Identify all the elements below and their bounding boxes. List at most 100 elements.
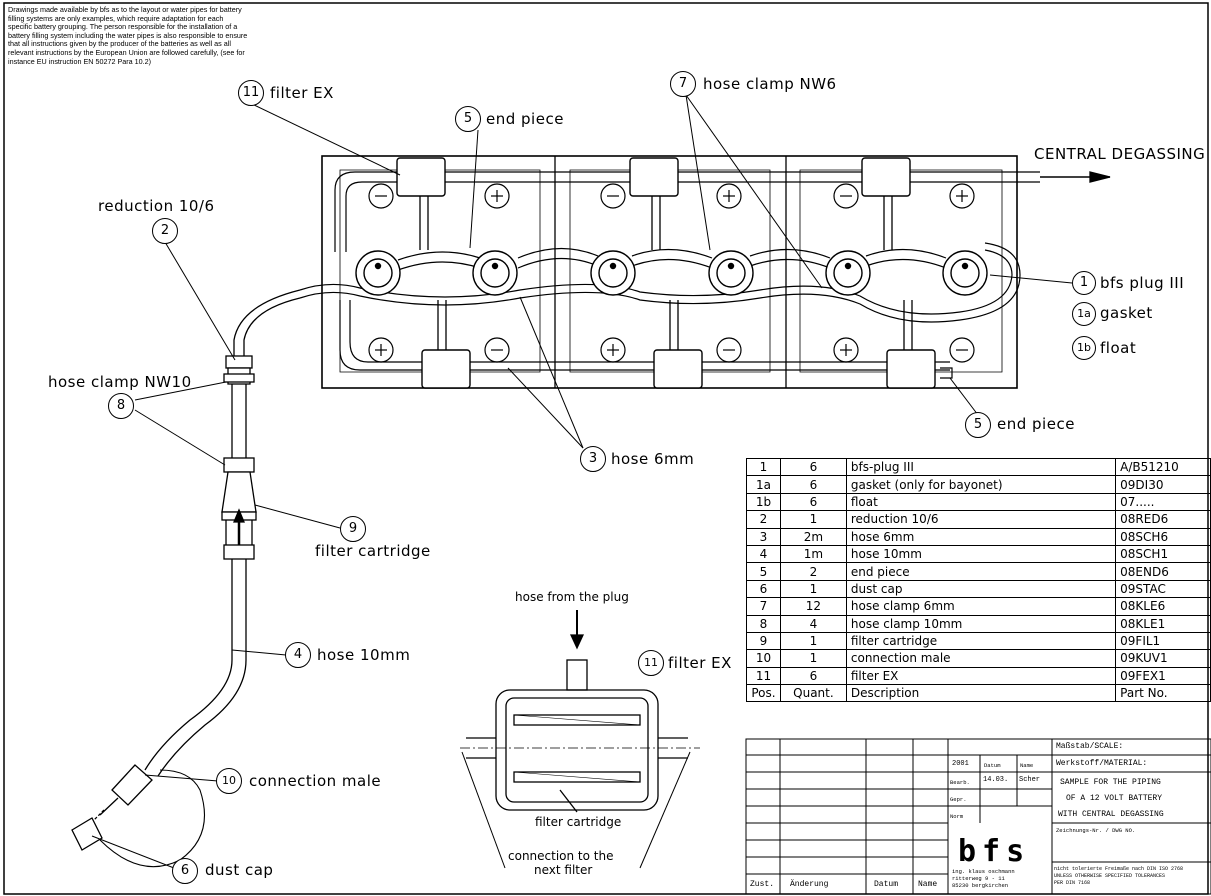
label-bfs-plug: bfs plug III [1100, 274, 1185, 292]
tb-name-2: Name [918, 880, 938, 889]
tb-date: 14.03. [983, 776, 1009, 784]
disclaimer-note: Drawings made available by bfs as to the… [8, 5, 248, 66]
parts-cell-pos: 2 [746, 510, 781, 529]
callout-11: 11 [238, 80, 264, 106]
filter-ex-detail [460, 610, 700, 869]
label-hose-clamp-nw10: hose clamp NW10 [48, 373, 192, 391]
label-gasket: gasket [1100, 304, 1153, 322]
parts-cell-desc: connection male [845, 649, 1117, 668]
parts-cell-desc: bfs-plug III [845, 457, 1117, 477]
tb-tol-3: PER DIN 7168 [1054, 880, 1091, 886]
parts-cell-qty: 1 [779, 631, 847, 651]
parts-cell-pos: 9 [746, 631, 781, 651]
parts-cell-desc: hose clamp 10mm [845, 614, 1117, 633]
parts-cell-part: 09KUV1 [1115, 649, 1211, 668]
parts-cell-part: 08KLE6 [1115, 597, 1211, 616]
tb-name: Name [1020, 762, 1034, 769]
parts-cell-desc: hose 10mm [845, 544, 1117, 564]
parts-cell-desc: dust cap [845, 579, 1117, 599]
callout-9: 9 [340, 516, 366, 542]
parts-cell-pos: 1b [746, 492, 781, 512]
parts-cell-desc: end piece [845, 562, 1117, 581]
callout-4: 4 [285, 642, 311, 668]
parts-cell-part: 08RED6 [1115, 510, 1211, 529]
parts-cell-part: 08END6 [1115, 562, 1211, 581]
parts-cell-pos: 3 [746, 527, 781, 546]
parts-cell-pos: 5 [746, 562, 781, 581]
parts-header-row: Pos. Quant. Description Part No. [746, 684, 1211, 703]
parts-cell-desc: float [845, 492, 1117, 512]
tb-aenderung: Änderung [790, 880, 829, 889]
tb-drawing-no: Zeichnungs-Nr. / DWG NO. [1056, 827, 1136, 834]
tb-title-2: OF A 12 VOLT BATTERY [1066, 794, 1163, 803]
leader-lines [91, 94, 1073, 869]
callout-11-detail: 11 [638, 650, 664, 676]
parts-cell-desc: filter EX [845, 666, 1117, 686]
hose-6mm-lines [299, 242, 1021, 323]
label-end-piece-bottom: end piece [997, 415, 1075, 433]
parts-cell-pos: 8 [746, 614, 781, 633]
callout-1: 1 [1072, 271, 1096, 295]
callout-10: 10 [216, 768, 242, 794]
tb-gepr: Gepr. [950, 796, 967, 803]
parts-cell-qty: 6 [779, 475, 847, 494]
label-hose-6mm: hose 6mm [611, 450, 695, 468]
label-connection-next: connection to the [508, 849, 614, 863]
label-float: float [1100, 339, 1137, 357]
label-hose-10mm: hose 10mm [317, 646, 411, 664]
callout-2: 2 [152, 218, 178, 244]
parts-cell-pos: 7 [746, 597, 781, 616]
parts-cell-qty: 6 [779, 492, 847, 512]
callout-1a: 1a [1072, 302, 1096, 326]
parts-cell-part: 09FIL1 [1115, 631, 1211, 651]
parts-cell-part: A/B51210 [1115, 457, 1211, 477]
parts-cell-qty: 12 [779, 597, 847, 616]
label-central-degassing: CENTRAL DEGASSING [1034, 145, 1206, 163]
titleblock-grid [745, 738, 1211, 895]
parts-cell-pos: 1a [746, 475, 781, 494]
parts-cell-qty: 1 [779, 579, 847, 599]
parts-cell-qty: 6 [779, 457, 847, 477]
parts-cell-qty: 1 [779, 510, 847, 529]
header-part: Part No. [1115, 684, 1211, 703]
callout-1b: 1b [1072, 336, 1096, 360]
parts-cell-pos: 1 [746, 457, 781, 477]
parts-cell-desc: hose clamp 6mm [845, 597, 1117, 616]
terminals [368, 183, 975, 363]
parts-cell-part: 09DI30 [1115, 475, 1211, 494]
header-desc: Description [845, 684, 1117, 703]
parts-cell-qty: 1m [779, 544, 847, 564]
tb-author: Scher [1019, 776, 1041, 784]
parts-cell-part: 09FEX1 [1115, 666, 1211, 686]
callout-5: 5 [455, 106, 481, 132]
parts-cell-part: 07..... [1115, 492, 1211, 512]
parts-cell-qty: 2m [779, 527, 847, 546]
parts-cell-part: 08KLE1 [1115, 614, 1211, 633]
parts-cell-qty: 1 [779, 649, 847, 668]
label-end-piece-top: end piece [486, 110, 564, 128]
tb-tol-2: UNLESS OTHERWISE SPECIFIED TOLERANCES [1054, 873, 1166, 879]
bfs-plugs [355, 250, 988, 296]
tb-datum-2: Datum [874, 880, 899, 889]
header-pos: Pos. [746, 684, 781, 703]
tb-datum: Datum [984, 762, 1001, 769]
tb-zust: Zust. [750, 880, 775, 889]
callout-7: 7 [670, 71, 696, 97]
bfs-logo: bfs [958, 834, 1031, 869]
parts-cell-qty: 2 [779, 562, 847, 581]
tb-tol-1: nicht tolerierte Freimaße nach DIN ISO 2… [1054, 866, 1184, 872]
label-dust-cap: dust cap [205, 861, 274, 879]
hose-10mm [71, 289, 301, 868]
degassing-line [334, 171, 1111, 252]
label-hose-clamp-nw6: hose clamp NW6 [703, 75, 837, 93]
label-filter-ex-detail: filter EX [668, 654, 732, 672]
